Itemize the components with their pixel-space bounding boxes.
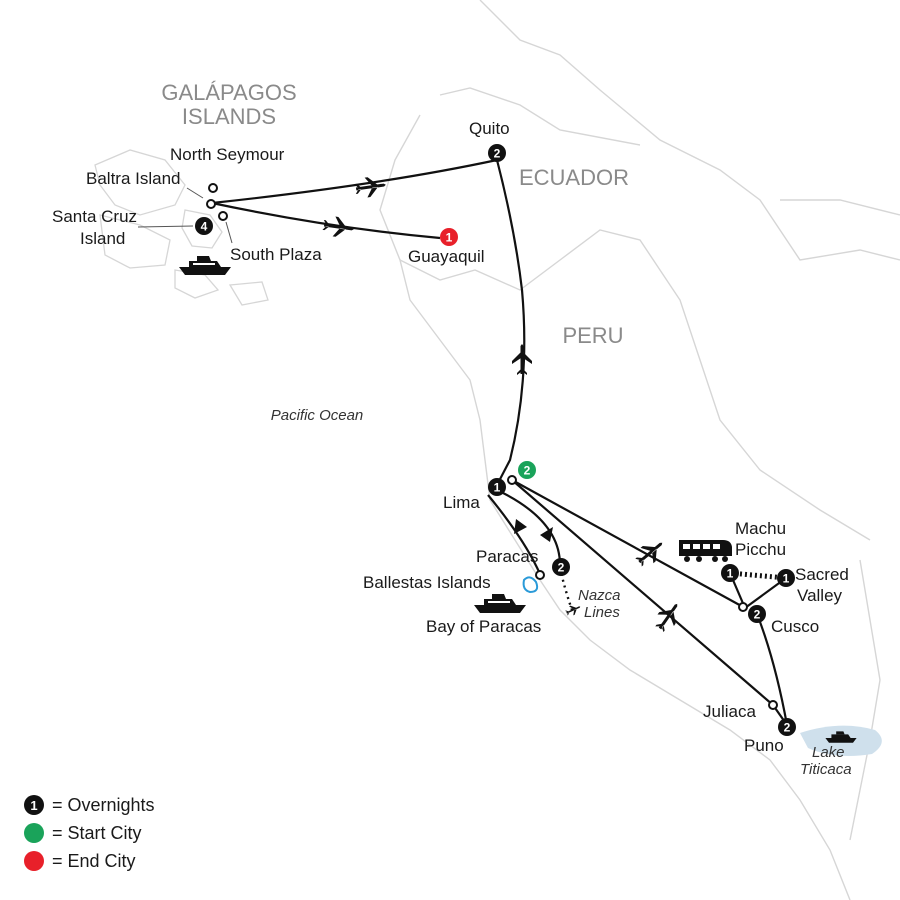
- ballestas-lagoon: [522, 576, 539, 594]
- airplane-icon: [635, 542, 663, 567]
- label-baltra: Baltra Island: [86, 169, 181, 188]
- marker-machu-picchu: 1: [721, 564, 739, 582]
- label-bay-of-paracas: Bay of Paracas: [426, 617, 541, 636]
- airplane-icon: [354, 177, 386, 198]
- marker-sacred-valley: 1: [777, 569, 795, 587]
- label-juliaca: Juliaca: [703, 702, 756, 721]
- overnight-marker-icon: 1: [24, 795, 44, 815]
- region-label-galapagos-1: GALÁPAGOS: [161, 80, 296, 105]
- svg-text:1: 1: [446, 231, 453, 245]
- marker-cusco: 2: [748, 605, 766, 623]
- waypoint-cusco-airport: [738, 602, 748, 612]
- label-paracas: Paracas: [476, 547, 538, 566]
- small-airplane-icon: [565, 605, 581, 616]
- label-quito: Quito: [469, 119, 510, 138]
- label-machu-2: Picchu: [735, 540, 786, 559]
- leader-lines: [137, 187, 233, 244]
- label-nazca-1: Nazca: [578, 587, 621, 604]
- route-baltra-quito: [211, 158, 498, 205]
- marker-paracas: 2: [552, 558, 570, 576]
- svg-text:1: 1: [783, 572, 790, 586]
- waypoints: [206, 183, 778, 710]
- legend-overnights: 1 = Overnights: [24, 793, 155, 817]
- label-titicaca-2: Titicaca: [800, 761, 852, 778]
- marker-puno: 2: [778, 718, 796, 736]
- route-lima-paracas-2: [487, 494, 542, 575]
- waypoint-north-seymour: [208, 183, 218, 193]
- svg-text:1: 1: [494, 481, 501, 495]
- arrow-paracas-lima-icon: [514, 519, 527, 534]
- route-lima-paracas-1: [496, 489, 562, 566]
- route-lima-cusco-air: [511, 479, 746, 609]
- label-titicaca-1: Lake: [812, 744, 845, 761]
- water-label-pacific: Pacific Ocean: [271, 407, 364, 424]
- waypoint-juliaca: [768, 700, 778, 710]
- place-labels: North Seymour Baltra Island Santa Cruz I…: [52, 119, 852, 778]
- label-north-seymour: North Seymour: [170, 145, 285, 164]
- legend-end: = End City: [24, 849, 136, 873]
- label-ballestas: Ballestas Islands: [363, 573, 491, 592]
- route-arrows: [514, 519, 553, 542]
- airplane-icon: [512, 344, 532, 375]
- label-cusco: Cusco: [771, 617, 819, 636]
- svg-text:2: 2: [524, 464, 531, 478]
- train-icon: [679, 540, 732, 562]
- marker-guayaquil-end: 1: [440, 228, 458, 246]
- start-city-icon: [24, 823, 44, 843]
- marker-lima-start: 2: [518, 461, 536, 479]
- label-santa-cruz-1: Santa Cruz: [52, 207, 137, 226]
- svg-text:2: 2: [784, 721, 791, 735]
- rail-machu-sacred: [729, 570, 787, 581]
- label-machu-1: Machu: [735, 519, 786, 538]
- airplane-icons: [322, 177, 678, 633]
- label-guayaquil: Guayaquil: [408, 247, 485, 266]
- region-label-peru: PERU: [562, 323, 623, 348]
- end-city-icon: [24, 851, 44, 871]
- airplane-icon: [655, 603, 678, 633]
- arrow-lima-paracas-icon: [540, 527, 553, 542]
- svg-text:1: 1: [727, 567, 734, 581]
- svg-text:2: 2: [494, 147, 501, 161]
- label-santa-cruz-2: Island: [80, 229, 125, 248]
- legend-overnights-label: = Overnights: [52, 794, 155, 815]
- svg-text:2: 2: [558, 561, 565, 575]
- label-nazca-2: Lines: [584, 604, 620, 621]
- route-lima-juliaca-air: [511, 479, 774, 706]
- ship-icon: [474, 594, 526, 613]
- marker-lima: 1: [488, 478, 506, 496]
- svg-text:4: 4: [201, 220, 208, 234]
- waypoint-baltra: [206, 199, 216, 209]
- region-label-galapagos-2: ISLANDS: [182, 104, 276, 129]
- route-cusco-puno: [755, 613, 789, 726]
- overnight-markers: 4 2 1 1 2 2 1 1 2 2: [195, 144, 796, 736]
- waypoint-south-plaza: [218, 211, 228, 221]
- marker-quito: 2: [488, 144, 506, 162]
- ship-icons: [179, 256, 857, 743]
- label-lima: Lima: [443, 493, 480, 512]
- legend-start: = Start City: [24, 821, 142, 845]
- route-quito-lima: [495, 159, 526, 486]
- ship-icon: [179, 256, 231, 275]
- airplane-icon: [322, 216, 354, 237]
- svg-text:2: 2: [754, 608, 761, 622]
- legend-end-label: = End City: [52, 850, 136, 871]
- legend-start-label: = Start City: [52, 822, 142, 843]
- region-label-ecuador: ECUADOR: [519, 165, 629, 190]
- label-sacred-1: Sacred: [795, 565, 849, 584]
- label-sacred-2: Valley: [797, 586, 843, 605]
- waypoint-ballestas: [535, 570, 545, 580]
- label-south-plaza: South Plaza: [230, 245, 322, 264]
- label-puno: Puno: [744, 736, 784, 755]
- country-borders: [379, 0, 900, 900]
- waypoint-lima-airport: [507, 475, 517, 485]
- ship-icon: [825, 731, 857, 743]
- marker-santa-cruz: 4: [195, 217, 213, 235]
